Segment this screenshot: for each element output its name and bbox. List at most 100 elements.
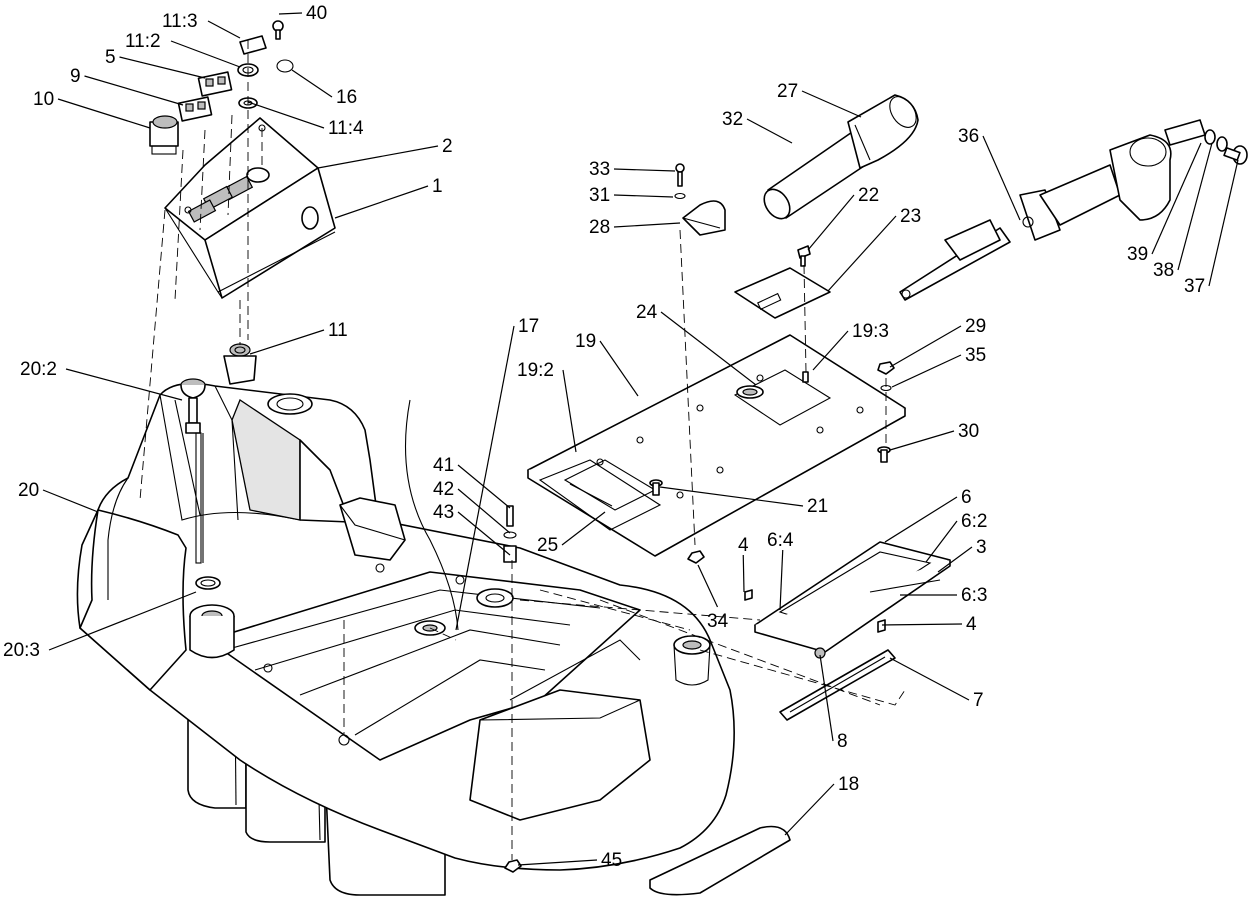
callout-label-21: 22 xyxy=(858,185,879,206)
callout-leader-27 xyxy=(599,340,639,397)
callout-leader-20 xyxy=(982,135,1021,221)
callout-leader-18 xyxy=(613,194,674,198)
callout-leader-48 xyxy=(784,783,835,836)
callout-leader-2 xyxy=(170,40,241,68)
callout-label-33: 41 xyxy=(433,455,454,476)
callout-label-40: 4 xyxy=(738,535,749,556)
callout-label-10: 11 xyxy=(328,320,348,341)
callout-label-27: 19 xyxy=(575,331,596,352)
callout-leader-34 xyxy=(659,486,804,507)
callout-leader-42 xyxy=(937,546,973,573)
seat-belt-assembly xyxy=(899,119,1248,301)
callout-label-0: 40 xyxy=(306,3,327,24)
callout-label-36: 43 xyxy=(433,502,454,523)
callout-leader-32 xyxy=(889,430,955,451)
callout-leader-9 xyxy=(334,185,429,219)
callout-leader-38 xyxy=(884,496,958,543)
callout-label-49: 45 xyxy=(601,850,622,871)
fuel-cap-assembly xyxy=(180,378,221,590)
access-cover xyxy=(734,245,831,319)
callout-label-35: 42 xyxy=(433,479,454,500)
callout-leader-46 xyxy=(889,657,970,701)
callout-leader-10 xyxy=(249,329,325,355)
callout-label-3: 16 xyxy=(336,87,357,108)
side-step-cover xyxy=(744,541,951,721)
callout-label-34: 21 xyxy=(807,496,828,517)
callout-leader-7 xyxy=(57,98,151,129)
callout-leader-35 xyxy=(457,488,511,534)
callout-label-48: 18 xyxy=(838,774,859,795)
callout-label-41: 6:4 xyxy=(767,530,794,551)
callout-leader-11 xyxy=(65,368,183,401)
callout-label-7: 10 xyxy=(33,89,54,110)
callout-label-24: 38 xyxy=(1153,260,1174,281)
callout-label-43: 6:3 xyxy=(961,585,987,606)
callout-leader-41 xyxy=(779,549,784,611)
callout-leader-0 xyxy=(278,12,303,15)
callout-leader-30 xyxy=(891,354,962,388)
callout-label-23: 39 xyxy=(1127,244,1148,265)
callout-labels: 4011:311:2165911:410211120:22020:3172732… xyxy=(3,3,1239,871)
callout-leader-12 xyxy=(42,489,99,513)
callout-label-30: 35 xyxy=(965,345,986,366)
callout-leader-14 xyxy=(455,325,515,631)
callout-leader-8 xyxy=(317,145,439,169)
callout-leader-36 xyxy=(457,511,511,556)
callout-label-11: 20:2 xyxy=(20,359,57,380)
floor-mat xyxy=(649,825,791,896)
callout-label-8: 2 xyxy=(442,136,453,157)
callout-label-45: 4 xyxy=(966,614,977,635)
callout-leader-37 xyxy=(561,511,606,546)
callout-label-18: 31 xyxy=(589,185,610,206)
callout-leader-31 xyxy=(562,369,577,453)
callout-leader-22 xyxy=(827,215,897,292)
callout-label-31: 19:2 xyxy=(517,360,554,381)
callout-label-15: 27 xyxy=(777,81,798,102)
callout-leader-19 xyxy=(613,222,681,228)
callout-label-2: 11:2 xyxy=(125,31,161,52)
callout-leader-25 xyxy=(1208,159,1239,287)
callout-leader-44 xyxy=(697,564,719,608)
callout-label-46: 7 xyxy=(973,690,984,711)
callout-leader-39 xyxy=(925,520,958,563)
control-panel xyxy=(164,117,336,299)
callout-label-17: 33 xyxy=(589,159,610,180)
floor-fasteners xyxy=(503,505,522,873)
callout-leader-21 xyxy=(807,194,855,251)
callout-leader-4 xyxy=(119,56,206,79)
callout-label-47: 8 xyxy=(837,731,848,752)
callout-leader-29 xyxy=(889,325,962,368)
seat-plate xyxy=(527,334,906,557)
callout-label-13: 20:3 xyxy=(3,640,40,661)
callout-label-16: 32 xyxy=(722,109,743,130)
seat-fasteners xyxy=(649,361,895,564)
callout-leader-16 xyxy=(746,118,793,144)
callout-leader-45 xyxy=(881,623,963,626)
callout-leader-1 xyxy=(207,20,241,39)
callout-label-14: 17 xyxy=(518,316,539,337)
callout-leader-13 xyxy=(48,591,197,651)
callout-leader-6 xyxy=(247,101,325,129)
callout-label-32: 30 xyxy=(958,421,979,442)
main-body-tank xyxy=(76,382,735,896)
callout-leader-5 xyxy=(84,75,184,106)
callout-leader-24 xyxy=(1177,142,1213,271)
assembly-guide-lines xyxy=(139,40,906,860)
callout-label-22: 23 xyxy=(900,206,921,227)
callout-label-1: 11:3 xyxy=(162,11,198,32)
callout-leader-47 xyxy=(819,654,834,742)
callout-label-12: 20 xyxy=(18,480,39,501)
callout-leader-49 xyxy=(517,859,598,866)
callout-label-5: 9 xyxy=(70,66,81,87)
callout-label-26: 24 xyxy=(636,302,658,323)
callout-leader-33 xyxy=(457,464,511,509)
callout-label-44: 34 xyxy=(707,611,729,632)
callout-label-6: 11:4 xyxy=(328,118,364,139)
callout-leader-26 xyxy=(660,311,757,386)
wire-harness xyxy=(404,399,459,631)
callout-label-9: 1 xyxy=(432,176,443,197)
callout-label-28: 19:3 xyxy=(852,321,889,342)
callout-label-38: 6 xyxy=(961,487,972,508)
callout-leader-17 xyxy=(613,168,676,172)
